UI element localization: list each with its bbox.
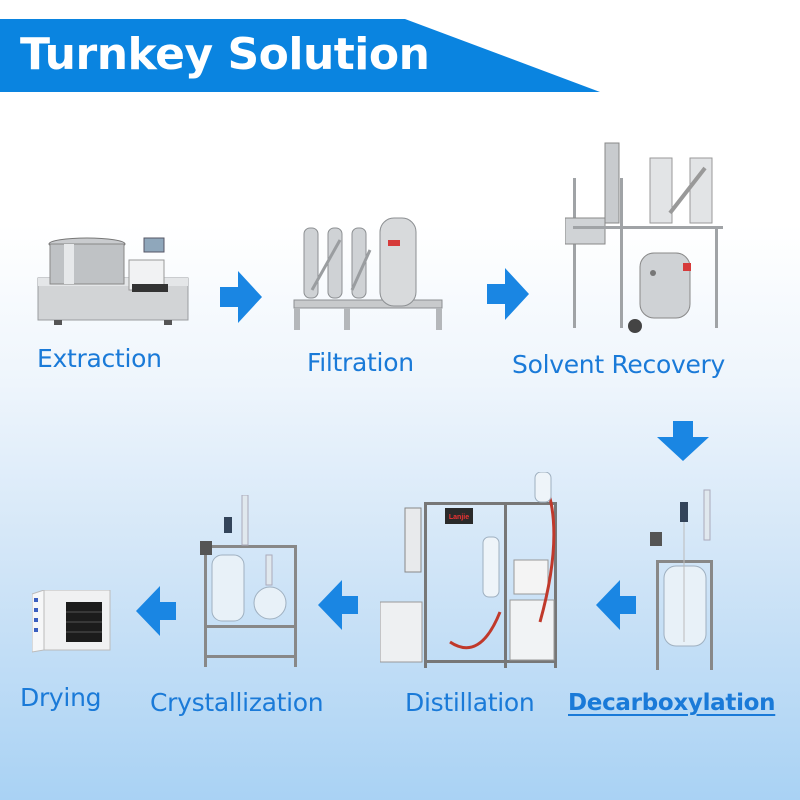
step-label-filtration: Filtration [307, 348, 414, 377]
step-label-decarboxylation: Decarboxylation [568, 690, 776, 716]
arrow-down-icon [657, 421, 709, 466]
arrow-right-icon [487, 268, 529, 325]
short-path-distillation-icon: Lanjie [379, 471, 580, 670]
arrow-right-icon [220, 271, 262, 328]
arrow-left-icon [318, 580, 358, 635]
step-label-crystallization: Crystallization [150, 688, 324, 717]
step-label-distillation: Distillation [405, 688, 535, 717]
centrifuge-extractor-icon [34, 222, 194, 327]
crystallization-reactor-icon [200, 494, 300, 670]
evaporator-system-icon [564, 138, 740, 338]
title-banner: Turnkey Solution [0, 19, 600, 92]
banner-shape [0, 19, 600, 92]
svg-text:Lanjie: Lanjie [449, 514, 469, 521]
step-label-solvent-recovery: Solvent Recovery [512, 350, 725, 379]
glass-reactor-icon [650, 482, 720, 672]
step-label-drying: Drying [20, 683, 102, 712]
arrow-left-icon [596, 580, 636, 635]
filter-housings-icon [292, 200, 444, 332]
step-label-extraction: Extraction [37, 344, 162, 373]
page-title: Turnkey Solution [20, 29, 430, 80]
arrow-left-icon [136, 586, 176, 641]
vacuum-oven-icon [31, 589, 112, 660]
